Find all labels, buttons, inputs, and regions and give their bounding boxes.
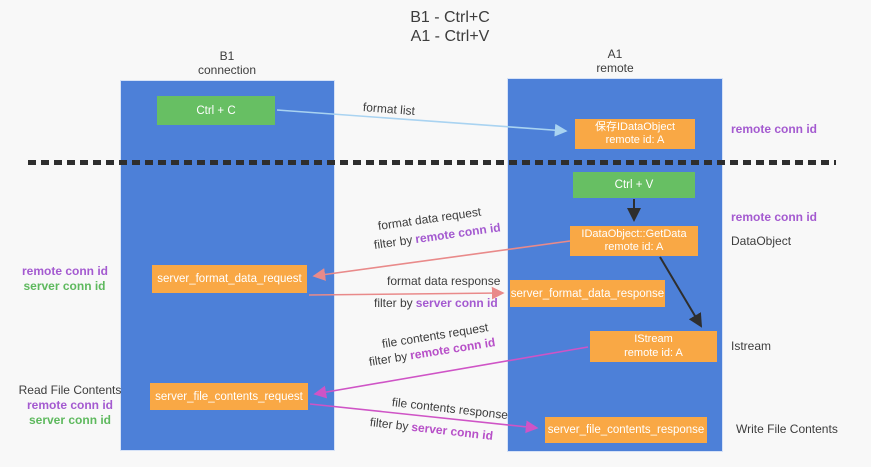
left-format-server-conn-id: server conn id <box>23 279 106 293</box>
node-getdata-line1: IDataObject::GetData <box>581 227 687 240</box>
node-ctrl-c: Ctrl + C <box>157 96 275 125</box>
column-b1-role: connection <box>197 63 257 77</box>
node-save-idataobject-line2: remote id: A <box>605 134 665 146</box>
file-response-filter-prefix: filter by <box>369 415 410 434</box>
right-label-istream: Istream <box>731 339 772 353</box>
file-request-filter-prefix: filter by <box>367 349 409 369</box>
title-line-2: A1 - Ctrl+V <box>410 28 490 45</box>
file-response-filter-key: server conn id <box>410 419 494 443</box>
node-ctrl-v: Ctrl + V <box>573 172 695 198</box>
phase-divider-dashed-line <box>28 160 836 165</box>
format-list-text: format list <box>362 100 416 119</box>
edge-label-format-list: format list <box>362 100 415 118</box>
right-label-remote-conn-id-top: remote conn id <box>731 122 818 136</box>
format-request-filter-prefix: filter by <box>373 232 414 252</box>
node-istream-line1: IStream <box>634 333 673 345</box>
node-save-idataobject: 保存IDataObject remote id: A <box>575 119 695 149</box>
node-server-format-data-response: server_format_data_response <box>510 280 665 307</box>
column-a1-role: remote <box>596 61 634 75</box>
arrow-format-data-response <box>308 286 505 300</box>
node-ctrl-v-label: Ctrl + V <box>614 179 654 191</box>
edge-label-file-response-filter: filter byserver conn id <box>369 415 494 443</box>
node-server-file-contents-response: server_file_contents_response <box>545 417 707 443</box>
node-idataobject-getdata: IDataObject::GetData remote id: A <box>570 226 698 256</box>
node-istream: IStream remote id: A <box>590 331 717 362</box>
right-label-dataobject: DataObject <box>731 234 792 248</box>
node-file-response-label: server_file_contents_response <box>547 424 705 436</box>
right-label-write-file-contents: Write File Contents <box>736 422 838 436</box>
node-server-file-contents-request: server_file_contents_request <box>150 383 308 410</box>
left-label-read-file-contents: Read File Contents remote conn id server… <box>15 383 125 428</box>
column-header-a1: A1 remote <box>545 47 685 75</box>
node-istream-line2: remote id: A <box>624 346 683 359</box>
node-ctrl-c-label: Ctrl + C <box>196 104 236 117</box>
right-label-remote-conn-id-ctrlv: remote conn id <box>731 210 818 224</box>
node-format-request-label: server_format_data_request <box>157 273 302 285</box>
node-server-format-data-request: server_format_data_request <box>152 265 307 293</box>
title-line-1: B1 - Ctrl+C <box>410 9 490 26</box>
edge-label-file-contents-response: file contents response <box>391 395 509 422</box>
format-data-response-text: format data response <box>387 274 501 288</box>
left-file-server-conn-id: server conn id <box>28 413 112 427</box>
diagram-title: B1 - Ctrl+C A1 - Ctrl+V <box>340 8 560 46</box>
format-response-filter-prefix: filter by <box>374 296 413 310</box>
column-b1-name: B1 <box>219 49 235 63</box>
column-header-b1: B1 connection <box>157 49 297 77</box>
left-format-remote-conn-id: remote conn id <box>22 264 109 278</box>
file-contents-response-text: file contents response <box>391 395 509 423</box>
format-response-filter-key: server conn id <box>415 296 498 310</box>
left-label-format-conn-ids: remote conn id server conn id <box>22 264 109 294</box>
left-file-remote-conn-id: remote conn id <box>26 398 113 412</box>
node-format-response-label: server_format_data_response <box>510 287 665 300</box>
column-a1-name: A1 <box>607 47 623 61</box>
node-file-request-label: server_file_contents_request <box>155 390 303 403</box>
read-file-contents-label: Read File Contents <box>18 383 122 397</box>
node-save-idataobject-line1: 保存IDataObject <box>594 120 676 133</box>
node-getdata-line2: remote id: A <box>604 241 664 253</box>
edge-label-format-data-response: format data response <box>387 274 500 288</box>
